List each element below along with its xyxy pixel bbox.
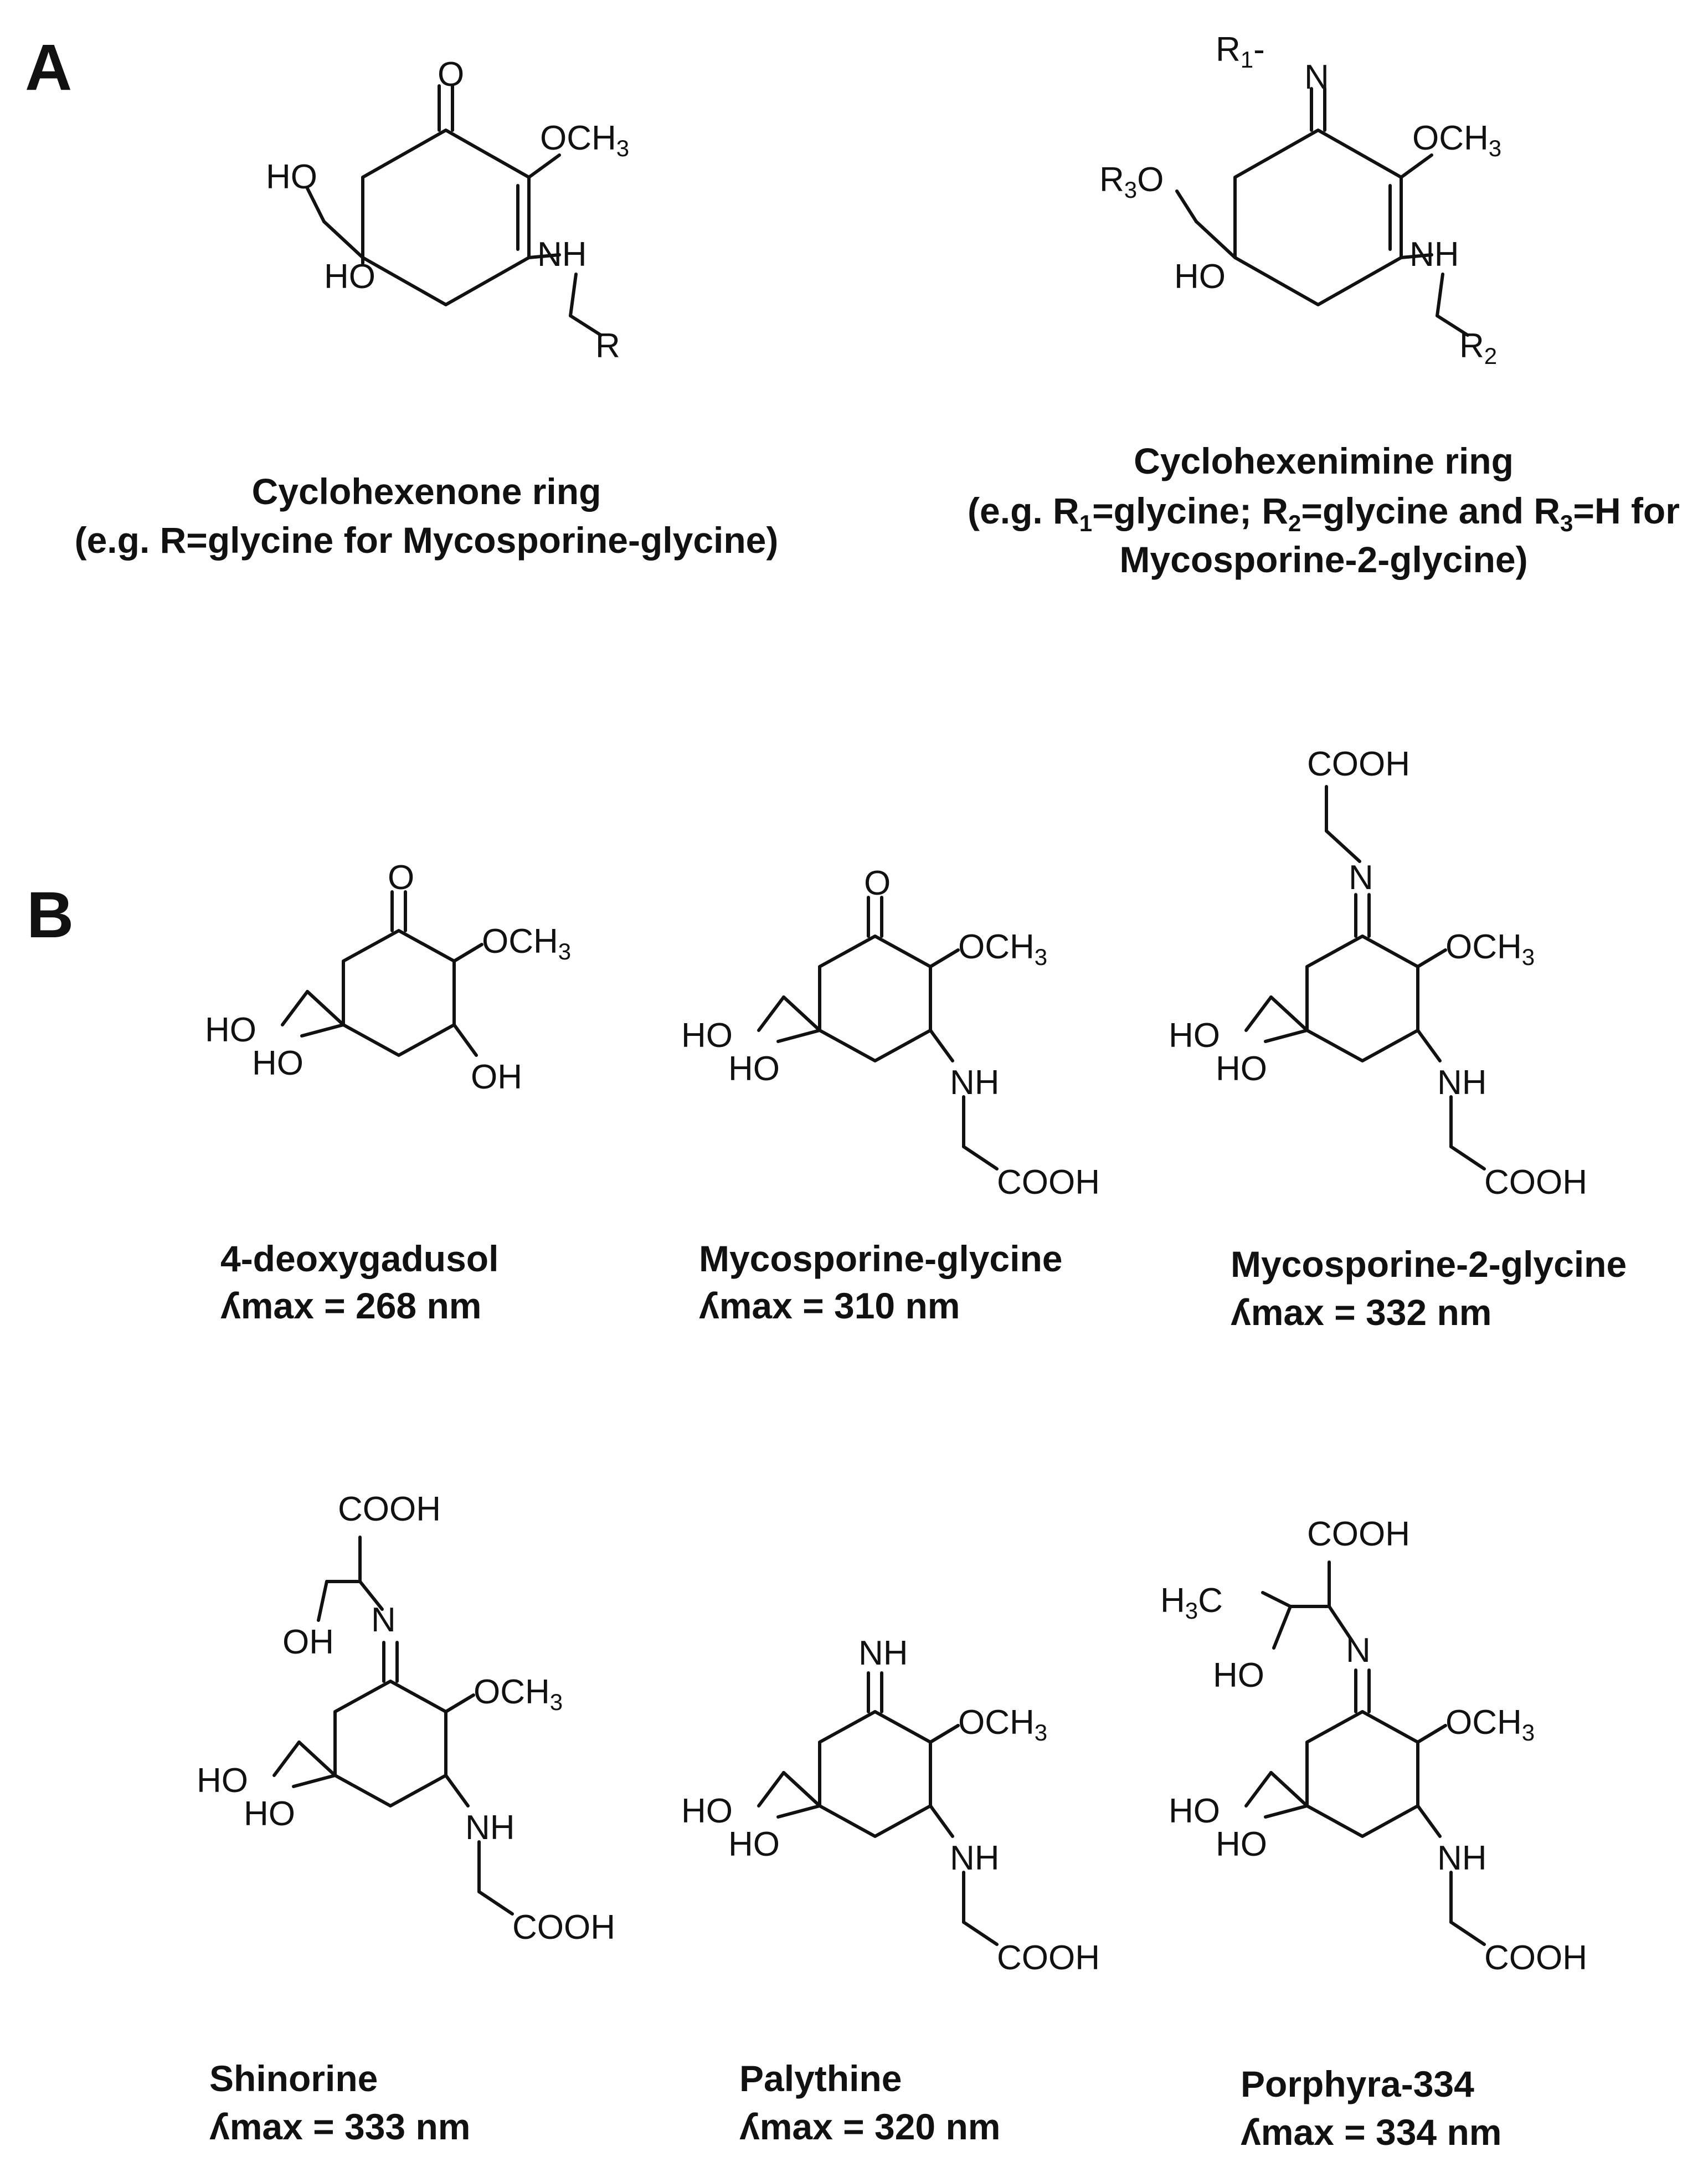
atom-ho: HO bbox=[1216, 1050, 1267, 1088]
compound-name-porphyra-334: Porphyra-334 bbox=[1241, 2063, 1474, 2104]
atom-och3: OCH3 bbox=[540, 119, 629, 161]
atom-ho: HO bbox=[252, 1044, 303, 1082]
compound-lambda-mycosporine-2-glycine: ʎmax = 332 nm bbox=[1231, 1292, 1491, 1333]
compound-lambda-palythine: ʎmax = 320 nm bbox=[739, 2106, 1000, 2147]
atom-och3: OCH3 bbox=[958, 1703, 1047, 1745]
atom-nh: NH bbox=[1409, 235, 1459, 274]
atom-ho: HO bbox=[681, 1792, 733, 1830]
atom-ho: HO bbox=[205, 1011, 256, 1049]
atom-n: N bbox=[371, 1601, 396, 1639]
structure-shinorine: COOH N OH OCH3 HO HO NH COOH bbox=[197, 1490, 615, 1947]
compound-name-mycosporine-glycine: Mycosporine-glycine bbox=[699, 1238, 1063, 1279]
atom-r2: R2 bbox=[1459, 327, 1497, 369]
atom-ho: HO bbox=[1174, 258, 1226, 296]
structure-4-deoxygadusol: O OCH3 HO HO OH bbox=[205, 859, 571, 1096]
panel-label-b: B bbox=[27, 879, 74, 952]
atom-nh-imine: NH bbox=[858, 1634, 908, 1672]
atom-cooh: COOH bbox=[1307, 1515, 1410, 1553]
atom-o: O bbox=[388, 859, 414, 897]
atom-nh: NH bbox=[1437, 1064, 1487, 1102]
panel-label-a: A bbox=[25, 31, 72, 104]
atom-cooh: COOH bbox=[512, 1908, 615, 1947]
atom-cooh: COOH bbox=[997, 1163, 1100, 1202]
caption-cyclohexenimine-line2: (e.g. R1=glycine; R2=glycine and R3=H fo… bbox=[968, 490, 1680, 536]
atom-och3: OCH3 bbox=[482, 922, 571, 964]
atom-ho: HO bbox=[681, 1016, 733, 1055]
atom-o: O bbox=[864, 864, 891, 902]
atom-cooh: COOH bbox=[1484, 1163, 1587, 1202]
atom-oh: OH bbox=[282, 1623, 334, 1661]
atom-och3: OCH3 bbox=[1445, 1703, 1535, 1745]
compound-lambda-mycosporine-glycine: ʎmax = 310 nm bbox=[699, 1285, 960, 1326]
atom-ho: HO bbox=[1169, 1016, 1220, 1055]
atom-r: R bbox=[595, 327, 620, 365]
compound-lambda-shinorine: ʎmax = 333 nm bbox=[209, 2106, 470, 2147]
atom-nh: NH bbox=[1437, 1839, 1487, 1877]
atom-och3: OCH3 bbox=[958, 928, 1047, 970]
atom-ho: HO bbox=[1216, 1825, 1267, 1863]
atom-nh: NH bbox=[465, 1809, 515, 1847]
atom-och3: OCH3 bbox=[1445, 928, 1535, 970]
atom-ho: HO bbox=[728, 1825, 780, 1863]
atom-ho: HO bbox=[244, 1795, 295, 1833]
caption-cyclohexenimine-line1: Cyclohexenimine ring bbox=[1134, 440, 1514, 481]
atom-cooh: COOH bbox=[1307, 745, 1410, 783]
compound-name-shinorine: Shinorine bbox=[209, 2058, 378, 2099]
atom-oh: OH bbox=[471, 1058, 522, 1096]
atom-r1: R1- bbox=[1216, 30, 1265, 73]
caption-cyclohexenimine-line3: Mycosporine-2-glycine) bbox=[1119, 539, 1527, 580]
structure-palythine: NH OCH3 HO HO NH COOH bbox=[681, 1634, 1100, 1977]
structure-cyclohexenimine: N R1- OCH3 R3O HO NH R2 bbox=[1099, 30, 1501, 369]
atom-cooh: COOH bbox=[338, 1490, 441, 1528]
atom-och3: OCH3 bbox=[1412, 119, 1501, 161]
structure-porphyra-334: COOH H3C N HO OCH3 HO HO NH COOH bbox=[1160, 1515, 1587, 1977]
atom-n: N bbox=[1304, 58, 1329, 96]
atom-ho: HO bbox=[728, 1050, 780, 1088]
compound-lambda-4-deoxygadusol: ʎmax = 268 nm bbox=[220, 1285, 481, 1326]
atom-n: N bbox=[1349, 859, 1373, 897]
atom-ho: HO bbox=[1169, 1792, 1220, 1830]
structure-mycosporine-glycine: O OCH3 HO HO NH COOH bbox=[681, 864, 1100, 1202]
atom-nh: NH bbox=[537, 235, 587, 274]
compound-name-mycosporine-2-glycine: Mycosporine-2-glycine bbox=[1231, 1244, 1627, 1285]
atom-nh: NH bbox=[950, 1064, 1000, 1102]
structure-mycosporine-2-glycine: COOH N OCH3 HO HO NH COOH bbox=[1169, 745, 1587, 1202]
compound-lambda-porphyra-334: ʎmax = 334 nm bbox=[1241, 2112, 1501, 2153]
atom-cooh: COOH bbox=[997, 1939, 1100, 1977]
compound-name-palythine: Palythine bbox=[739, 2058, 902, 2099]
atom-ho: HO bbox=[197, 1762, 248, 1800]
compound-name-4-deoxygadusol: 4-deoxygadusol bbox=[220, 1238, 498, 1279]
atom-cooh: COOH bbox=[1484, 1939, 1587, 1977]
atom-n: N bbox=[1346, 1631, 1371, 1670]
atom-nh: NH bbox=[950, 1839, 1000, 1877]
atom-och3: OCH3 bbox=[474, 1673, 563, 1715]
atom-h3c: H3C bbox=[1160, 1582, 1223, 1624]
caption-cyclohexenone-line2: (e.g. R=glycine for Mycosporine-glycine) bbox=[75, 520, 779, 561]
atom-r3o: R3O bbox=[1099, 161, 1164, 203]
atom-ho: HO bbox=[1213, 1656, 1264, 1695]
atom-ho: HO bbox=[266, 158, 317, 196]
atom-o: O bbox=[438, 55, 464, 94]
atom-ho: HO bbox=[324, 258, 375, 296]
structure-cyclohexenone: O OCH3 HO HO NH R bbox=[266, 55, 629, 365]
caption-cyclohexenone-line1: Cyclohexenone ring bbox=[252, 471, 601, 512]
